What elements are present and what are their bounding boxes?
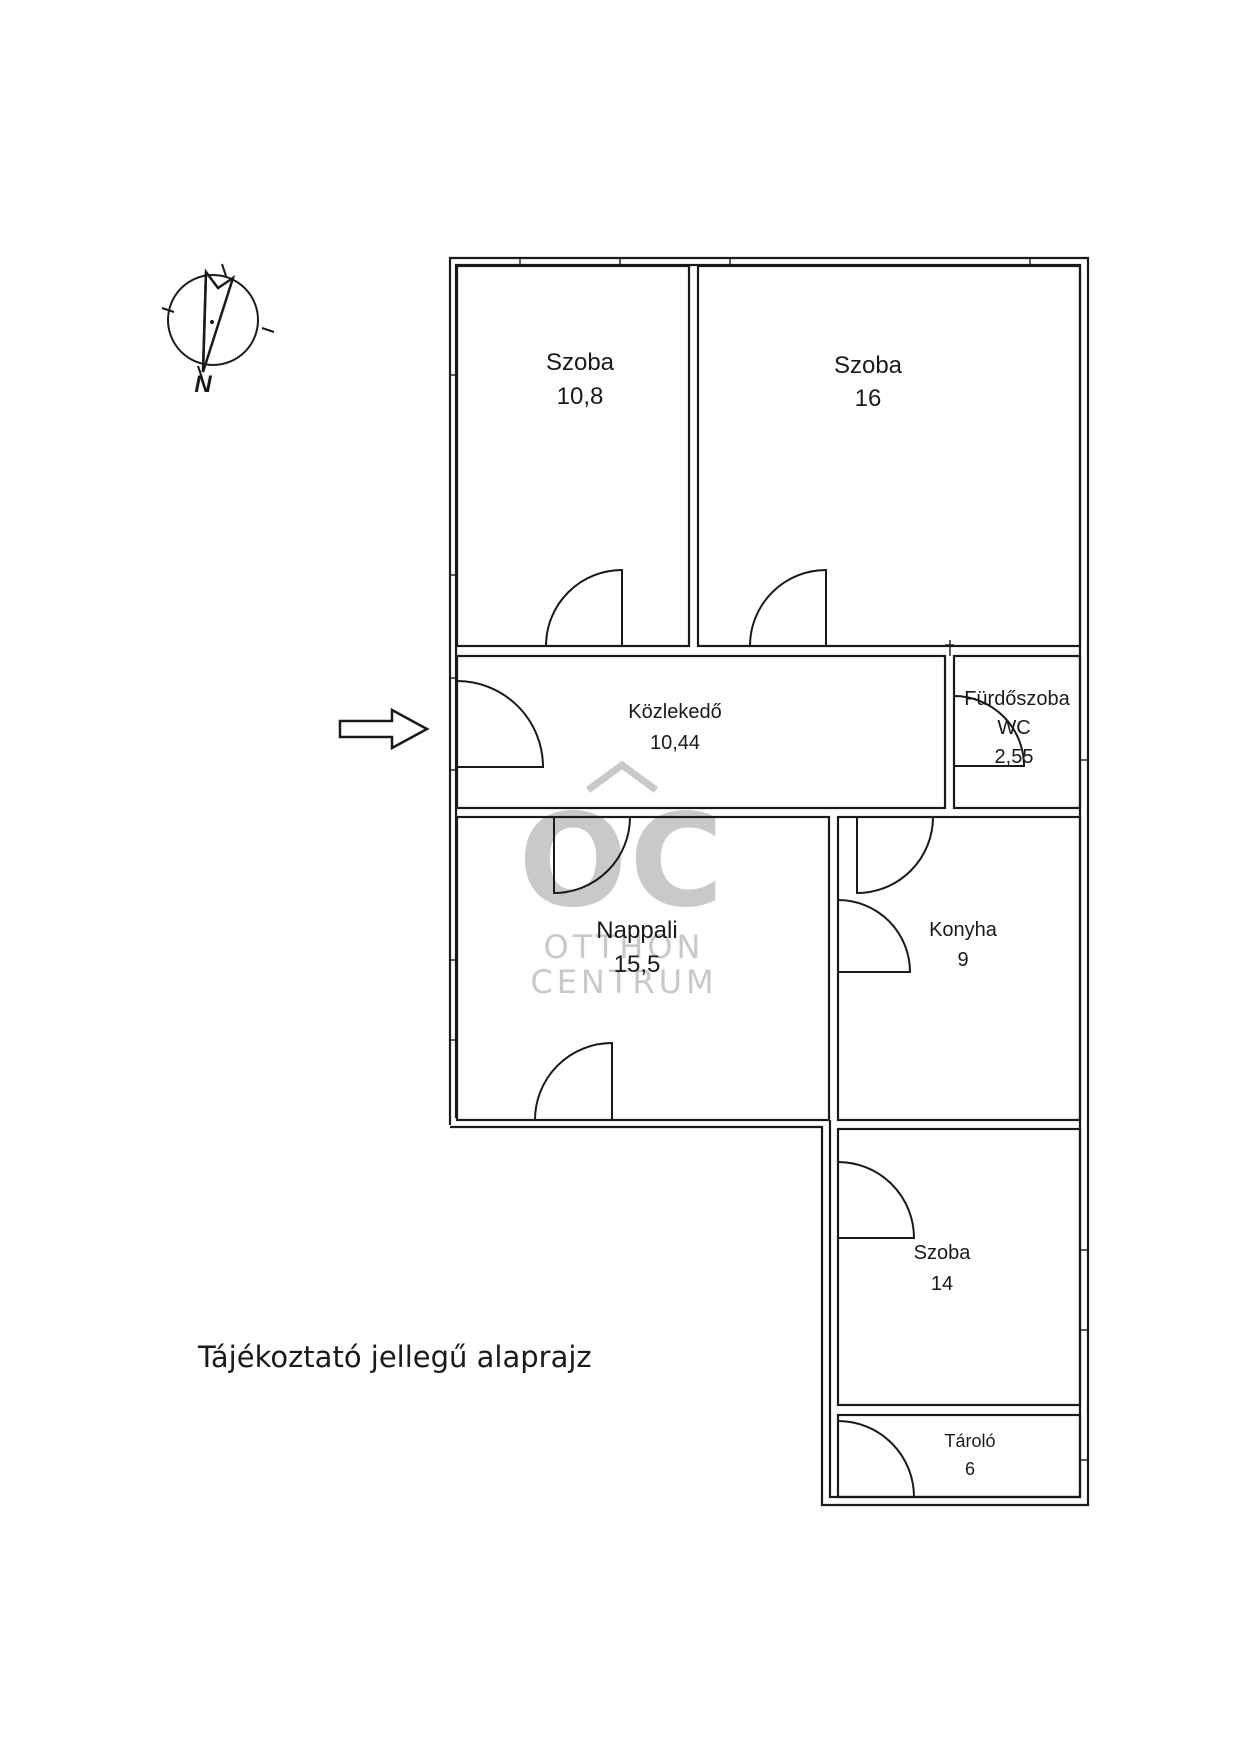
door-nappali-bottom (534, 1041, 613, 1121)
door-konyha-side (837, 899, 912, 973)
room-kozlekedo-outline (455, 654, 947, 810)
room-konyha-outline (836, 815, 1082, 1122)
watermark-logo: OC (519, 787, 726, 936)
watermark-line1: OTTHON (544, 928, 705, 966)
room-tarolo-outline (836, 1413, 1082, 1499)
door-furdoszoba (953, 695, 1026, 767)
label-furdoszoba-area: 2,55 (995, 746, 1034, 768)
door-entrance (456, 680, 545, 768)
room-szoba-c-outline (836, 1127, 1082, 1407)
label-kozlekedo-area: 10,44 (650, 732, 700, 754)
entrance-arrow-icon (338, 707, 430, 751)
compass-icon: N (161, 263, 275, 398)
label-szoba-a-name: Szoba (546, 349, 615, 376)
door-szoba-c (837, 1161, 916, 1239)
door-nappali-top (553, 816, 631, 895)
label-nappali-name: Nappali (596, 917, 677, 944)
label-nappali-area: 15,5 (614, 951, 661, 978)
label-szoba-c-area: 14 (931, 1273, 953, 1295)
plan-caption: Tájékoztató jellegű alaprajz (198, 1340, 592, 1374)
label-furdoszoba-name2: WC (997, 717, 1030, 739)
room-szoba-b-outline (696, 264, 1082, 648)
door-szoba-b (749, 568, 827, 647)
room-furdoszoba-outline (952, 654, 1082, 810)
label-kozlekedo-name: Közlekedő (628, 701, 721, 723)
label-konyha-area: 9 (957, 949, 968, 971)
room-nappali-outline (455, 815, 831, 1122)
label-szoba-b-area: 16 (855, 385, 882, 412)
watermark-line2: CENTRUM (530, 963, 717, 1001)
room-labels: Szoba 10,8 Szoba 16 Közlekedő 10,44 Fürd… (546, 349, 1071, 1479)
walls (448, 256, 1090, 1507)
door-konyha-top (856, 816, 934, 895)
watermark-roof-icon (585, 760, 659, 793)
compass-north-label: N (194, 371, 212, 398)
label-furdoszoba-name: Fürdőszoba (964, 688, 1070, 710)
label-szoba-c-name: Szoba (914, 1242, 972, 1264)
label-szoba-a-area: 10,8 (557, 383, 604, 410)
watermark: OC OTTHON CENTRUM (519, 760, 726, 1001)
label-tarolo-name: Tároló (944, 1431, 995, 1451)
doors (456, 568, 1026, 1498)
room-szoba-a-outline (455, 264, 691, 648)
door-tarolo (837, 1420, 916, 1498)
label-konyha-name: Konyha (929, 919, 998, 941)
label-szoba-b-name: Szoba (834, 352, 903, 379)
door-szoba-a (545, 568, 623, 647)
label-tarolo-area: 6 (965, 1459, 975, 1479)
